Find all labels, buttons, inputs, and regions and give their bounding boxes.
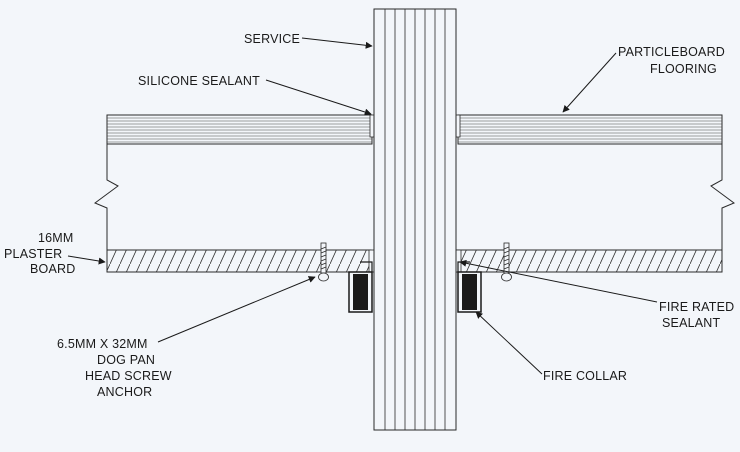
- service-pipe: [373, 8, 457, 431]
- label-service: SERVICE: [244, 32, 300, 46]
- particleboard-flooring-left: [106, 114, 373, 145]
- label-particleboard-line2: FLOORING: [650, 62, 717, 76]
- label-screw-line4: ANCHOR: [97, 385, 152, 399]
- label-plasterboard-line1: 16MM: [38, 231, 74, 245]
- leader-service: [301, 37, 373, 49]
- label-screw-line1: 6.5MM X 32MM: [57, 337, 148, 351]
- fire-collar-right: [457, 261, 482, 313]
- leader-silicone-sealant: [265, 79, 372, 116]
- label-fire-collar: FIRE COLLAR: [543, 369, 627, 383]
- joist-break-left: [93, 144, 119, 250]
- leader-fire-rated-sealant: [459, 259, 658, 303]
- label-plasterboard-line3: BOARD: [30, 262, 75, 276]
- screw-right: [501, 242, 512, 282]
- silicone-sealant-right: [455, 114, 461, 138]
- screw-left: [318, 242, 329, 282]
- leader-particleboard: [562, 52, 617, 113]
- label-screw-line2: DOG PAN: [97, 353, 155, 367]
- particleboard-flooring-right: [457, 114, 723, 145]
- label-screw-line3: HEAD SCREW: [85, 369, 172, 383]
- silicone-sealant-left: [369, 114, 375, 138]
- leader-screw: [157, 276, 316, 343]
- plasterboard-right: [456, 249, 723, 273]
- leader-plasterboard: [67, 255, 106, 265]
- leader-fire-collar: [475, 311, 543, 375]
- label-fire-rated-line1: FIRE RATED: [659, 300, 734, 314]
- label-fire-rated-line2: SEALANT: [662, 316, 721, 330]
- label-particleboard-line1: PARTICLEBOARD: [618, 45, 725, 59]
- label-plasterboard-line2: PLASTER: [4, 247, 62, 261]
- fire-collar-left: [348, 261, 373, 313]
- joist-break-right: [710, 144, 736, 250]
- label-silicone-sealant: SILICONE SEALANT: [138, 74, 260, 88]
- plasterboard-left: [106, 249, 372, 273]
